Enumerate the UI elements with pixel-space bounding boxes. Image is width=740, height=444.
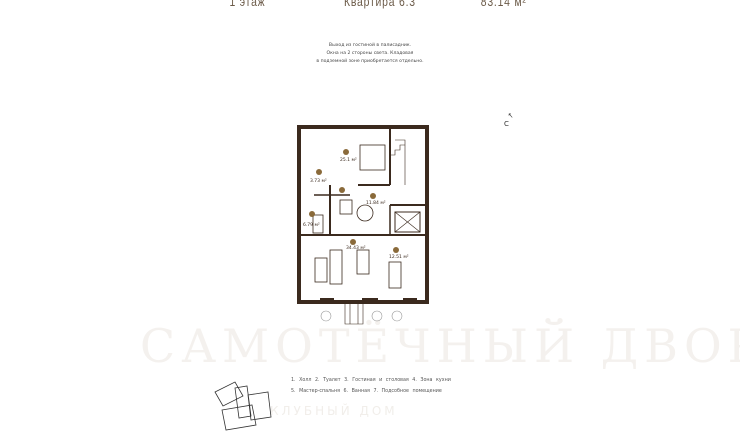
room-3: 34.43 м² xyxy=(346,239,366,251)
compass-label: С xyxy=(504,120,509,128)
watermark-subtitle: КЛУБНЫЙ ДОМ xyxy=(270,404,398,418)
room-7: 3.73 м² xyxy=(310,169,327,184)
landscape-trees xyxy=(320,310,403,322)
room-4: 12.51 м² xyxy=(389,247,409,260)
room-labels: 25.1 м² 3.73 м² 11.84 м² 6.79 м² 34.43 м… xyxy=(303,149,409,260)
floor-label: 1 этаж xyxy=(229,0,266,9)
note-line: в подземной зоне приобретается отдельно. xyxy=(316,59,424,64)
room-legend: 1. Холл 2. Туалет 3. Гостиная и столовая… xyxy=(291,375,451,397)
compass: ↑С xyxy=(504,111,516,128)
apartment-area: 83.14 м² xyxy=(480,0,527,9)
legend-line: 1. Холл 2. Туалет 3. Гостиная и столовая… xyxy=(291,378,451,383)
room-area: 34.43 м² xyxy=(346,245,366,251)
room-area: 6.79 м² xyxy=(303,222,320,228)
description-note: Выход из гостиной в палисадник. Окна на … xyxy=(290,42,450,66)
note-line: Выход из гостиной в палисадник. xyxy=(328,43,412,48)
room-2 xyxy=(339,187,345,193)
note-line: Окна на 2 стороны света. Кладовая xyxy=(326,51,414,56)
room-1: 11.84 м² xyxy=(366,193,386,206)
apartment-title: Квартира 6.3 xyxy=(343,0,416,9)
room-area: 3.73 м² xyxy=(310,178,327,184)
legend-line: 5. Мастер-спальня 6. Ванная 7. Подсобное… xyxy=(291,389,442,394)
watermark-title: САМОТЁЧНЫЙ ДВОР xyxy=(140,319,740,373)
room-6: 6.79 м² xyxy=(303,211,320,228)
room-5: 25.1 м² xyxy=(340,149,357,163)
room-area: 11.84 м² xyxy=(366,200,386,206)
site-plan-minimap xyxy=(214,381,272,431)
room-area: 25.1 м² xyxy=(340,157,357,163)
window-marks xyxy=(320,125,417,303)
room-area: 12.51 м² xyxy=(389,254,409,260)
walls xyxy=(297,125,429,325)
